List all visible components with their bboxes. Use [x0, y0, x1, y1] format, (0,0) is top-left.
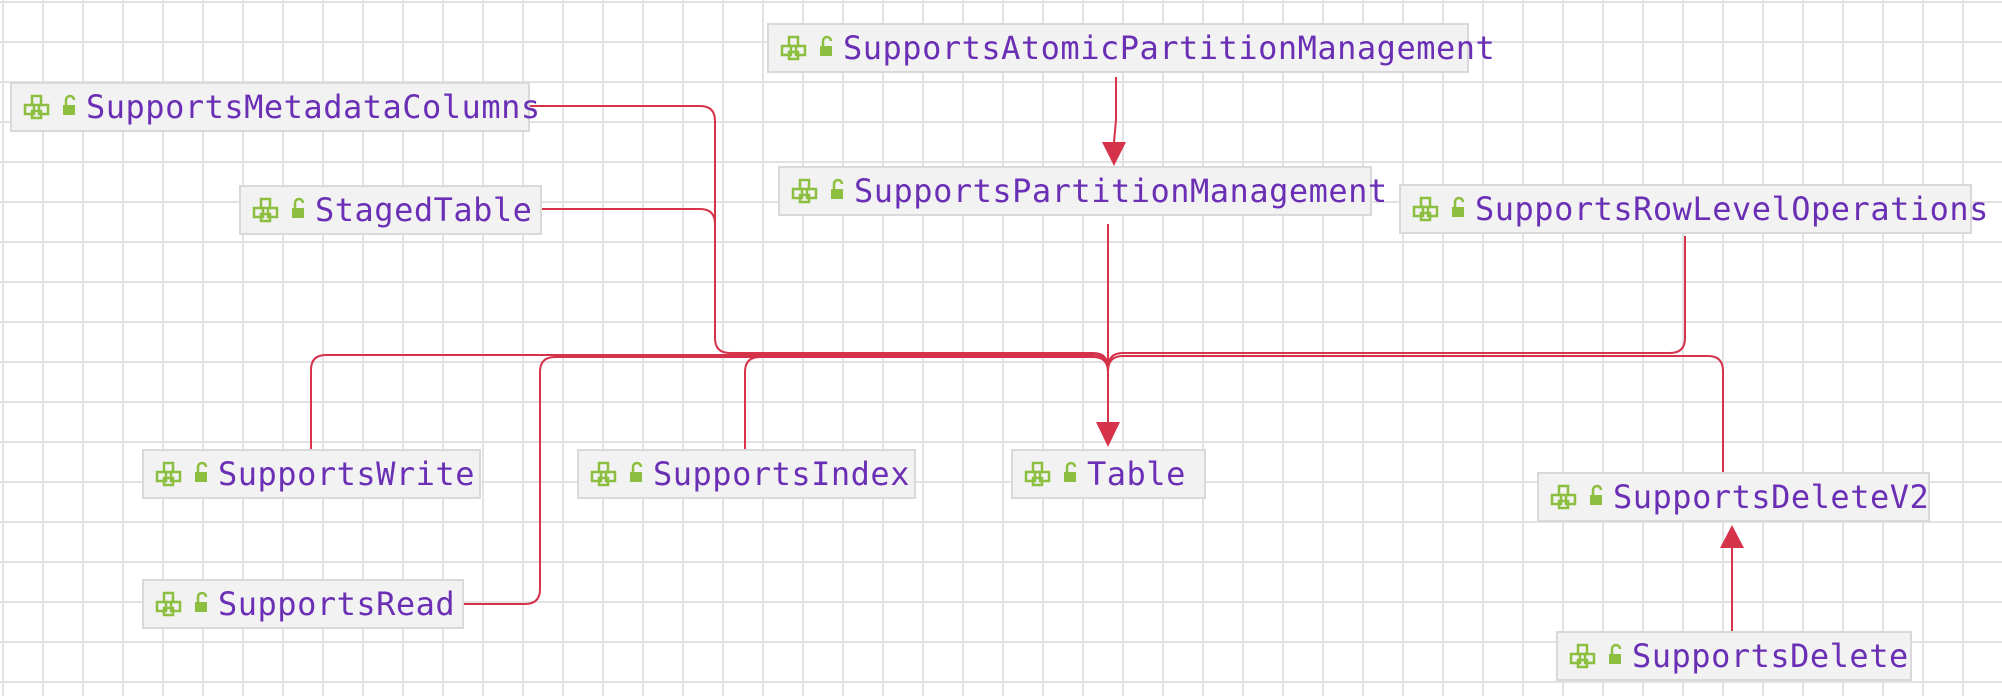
interface-icon: [1568, 641, 1624, 671]
node-label: SupportsRowLevelOperations: [1475, 190, 1989, 228]
node-label: SupportsWrite: [218, 455, 475, 493]
node-label: SupportsAtomicPartitionManagement: [843, 29, 1496, 67]
interface-icon: [154, 589, 210, 619]
node-supportsdeletev2[interactable]: SupportsDeleteV2: [1537, 472, 1930, 522]
node-label: StagedTable: [315, 191, 533, 229]
node-stagedtable[interactable]: StagedTable: [239, 185, 542, 235]
node-supportsmetadatacolumns[interactable]: SupportsMetadataColumns: [10, 82, 540, 132]
node-label: Table: [1087, 455, 1186, 493]
interface-icon: [1549, 482, 1605, 512]
interface-icon: [22, 92, 78, 122]
edge-supportsmetadatacolumns-to-table: [528, 105, 1109, 432]
edge-supportsread-to-table: [463, 356, 1093, 605]
interface-icon: [790, 176, 846, 206]
edge-stagedtable-to-table: [541, 208, 716, 338]
node-label: SupportsPartitionManagement: [854, 172, 1388, 210]
node-supportsindex[interactable]: SupportsIndex: [577, 449, 916, 499]
node-supportsdelete[interactable]: SupportsDelete: [1556, 631, 1912, 681]
node-label: SupportsRead: [218, 585, 456, 623]
interface-icon: [1023, 459, 1079, 489]
node-label: SupportsDeleteV2: [1613, 478, 1930, 516]
edge-supportswrite-to-table: [310, 354, 1109, 450]
interface-icon: [589, 459, 645, 489]
node-supportsrowleveloperations[interactable]: SupportsRowLevelOperations: [1399, 184, 1988, 234]
node-label: SupportsMetadataColumns: [86, 88, 541, 126]
arrowhead-supportspartitionmanagement: [1102, 142, 1126, 166]
node-supportsatomicpartitionmanagement[interactable]: SupportsAtomicPartitionManagement: [767, 23, 1495, 73]
interface-icon: [154, 459, 210, 489]
node-table[interactable]: Table: [1011, 449, 1206, 499]
arrowhead-table: [1096, 422, 1120, 447]
node-label: SupportsDelete: [1632, 637, 1909, 675]
node-supportsread[interactable]: SupportsRead: [142, 579, 464, 629]
node-supportspartitionmanagement[interactable]: SupportsPartitionManagement: [778, 166, 1387, 216]
edge-supportsrowleveloperations-to-table: [1107, 236, 1686, 369]
edge-supportsatomicpartitionmanagement-to-supportspartitionmanagement: [1113, 77, 1117, 143]
arrowhead-supportsdeletev2: [1720, 525, 1744, 548]
interface-icon: [779, 33, 835, 63]
interface-icon: [1411, 194, 1467, 224]
interface-icon: [251, 195, 307, 225]
node-supportswrite[interactable]: SupportsWrite: [142, 449, 481, 499]
edge-supportsindex-to-table: [744, 356, 1109, 450]
edge-supportsdeletev2-to-table: [1107, 355, 1724, 472]
node-label: SupportsIndex: [653, 455, 910, 493]
